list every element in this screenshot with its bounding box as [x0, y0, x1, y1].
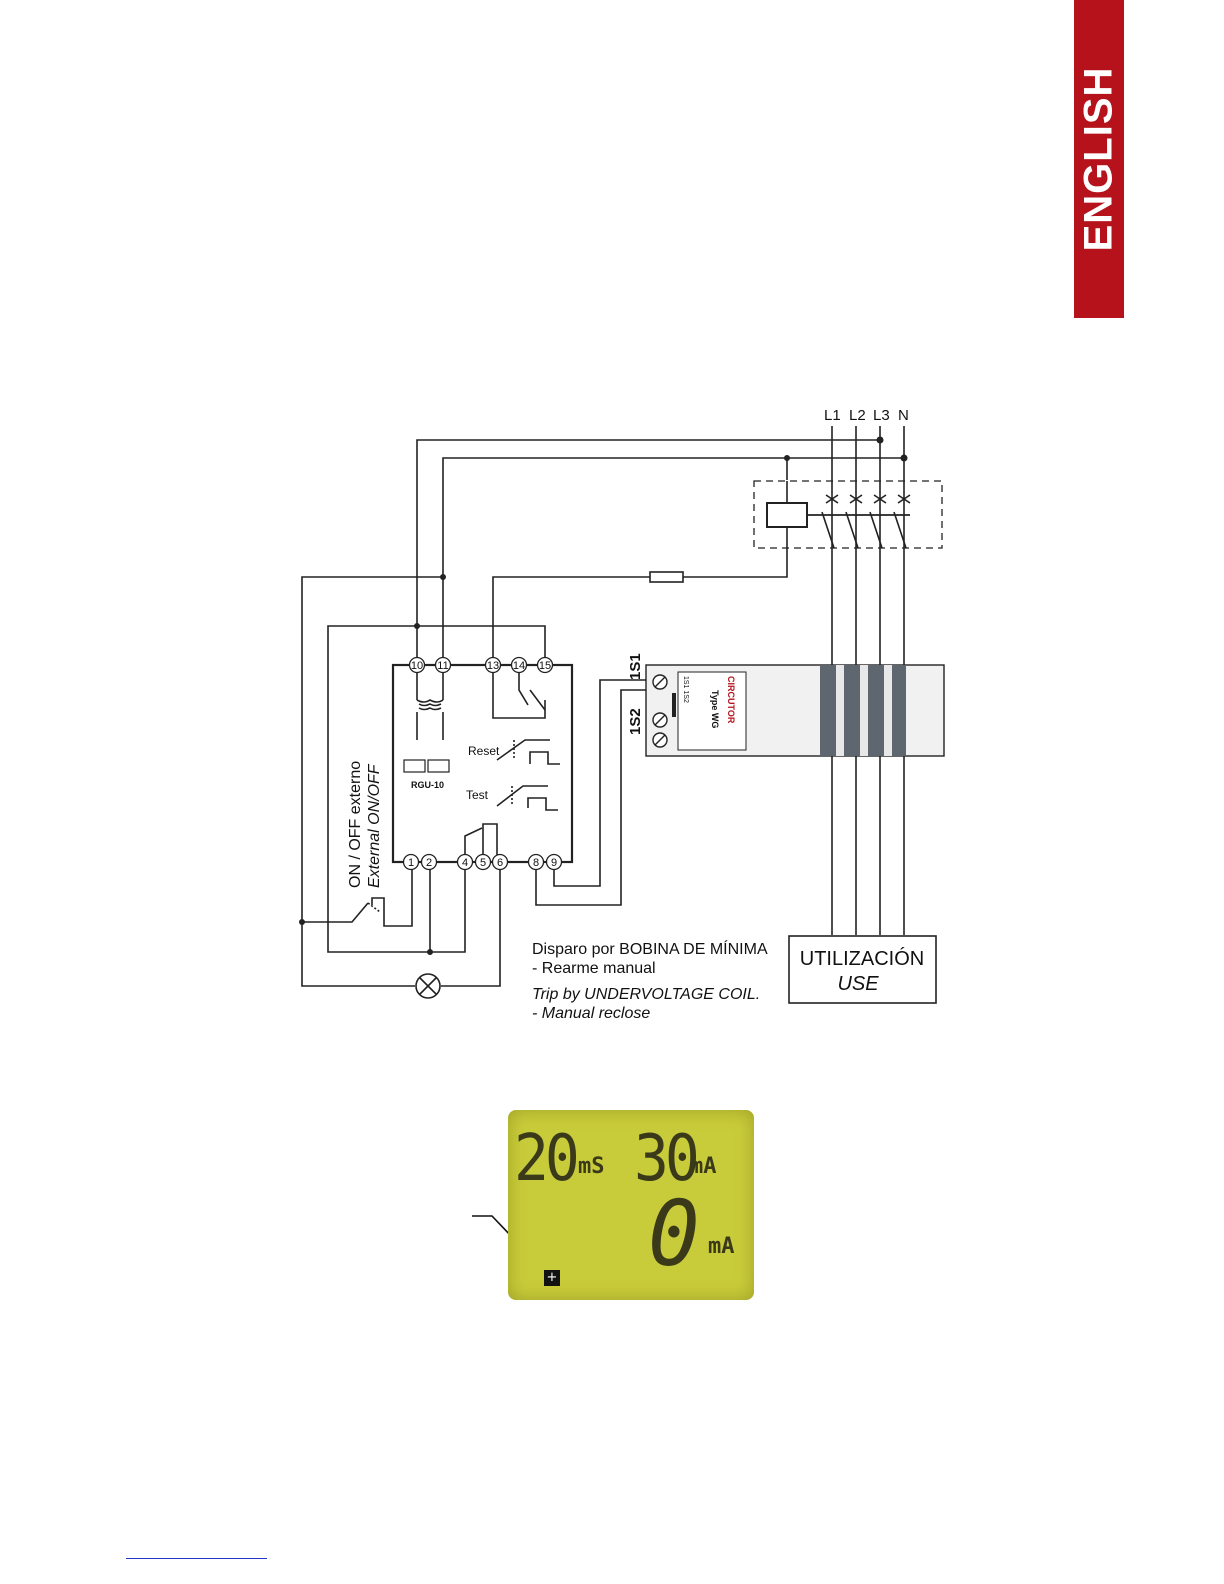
transformer-terminals: 1S1 1S2 [682, 676, 689, 703]
lcd-plus-indicator: + [544, 1270, 560, 1286]
trip-note-es-line1: Disparo por BOBINA DE MÍNIMA [532, 939, 768, 958]
load-label-es: UTILIZACIÓN [800, 947, 924, 970]
transformer-s1-label: 1S1 [627, 653, 644, 680]
lcd-leakage-unit: mA [708, 1234, 735, 1259]
terminal-4: 4 [462, 857, 468, 869]
test-label: Test [466, 788, 489, 802]
lcd-current-setting-unit: mA [690, 1154, 717, 1179]
transformer-s2-label: 1S2 [627, 708, 644, 735]
toroidal-transformer [646, 665, 944, 756]
trip-note-es-line2: - Rearme manual [532, 960, 656, 977]
lcd-leakage-value: 0 [648, 1182, 700, 1287]
terminal-9: 9 [551, 857, 557, 869]
terminal-6: 6 [497, 857, 503, 869]
terminal-10: 10 [411, 660, 423, 672]
lcd-delay-unit: mS [578, 1154, 605, 1179]
relay-model-label: RGU-10 [411, 780, 444, 790]
terminal-15: 15 [539, 660, 551, 672]
footnote-separator [126, 1558, 267, 1559]
reset-label: Reset [468, 744, 500, 758]
phase-label-l1: L1 [824, 407, 841, 424]
load-label-en: USE [837, 973, 879, 995]
terminal-14: 14 [513, 660, 525, 672]
lcd-screen: 20 mS 30 mA 0 mA + [508, 1110, 754, 1300]
transformer-type: Type WG [710, 690, 720, 728]
terminal-11: 11 [437, 660, 448, 672]
terminal-13: 13 [487, 660, 499, 672]
transformer-brand: CIRCUTOR [726, 676, 736, 724]
phase-label-n: N [898, 407, 909, 424]
external-switch-label-es: ON / OFF externo [347, 761, 364, 888]
lcd-display-figure: 20 mS 30 mA 0 mA + [470, 1110, 756, 1302]
phase-label-l2: L2 [849, 407, 866, 424]
trip-note-en-line2: - Manual reclose [532, 1005, 650, 1022]
terminal-8: 8 [533, 857, 539, 869]
phase-label-l3: L3 [873, 407, 890, 424]
terminal-2: 2 [426, 857, 432, 869]
lcd-delay-value: 20 [514, 1121, 576, 1196]
external-switch-label-en: External ON/OFF [366, 763, 383, 888]
terminal-5: 5 [480, 857, 486, 869]
trip-note-en-line1: Trip by UNDERVOLTAGE COIL. [532, 986, 760, 1003]
wiring-diagram: CIRCUTOR Type WG 1S1 1S2 1S1 1S2 L1 L2 L… [0, 0, 1224, 1060]
terminal-1: 1 [408, 857, 414, 869]
